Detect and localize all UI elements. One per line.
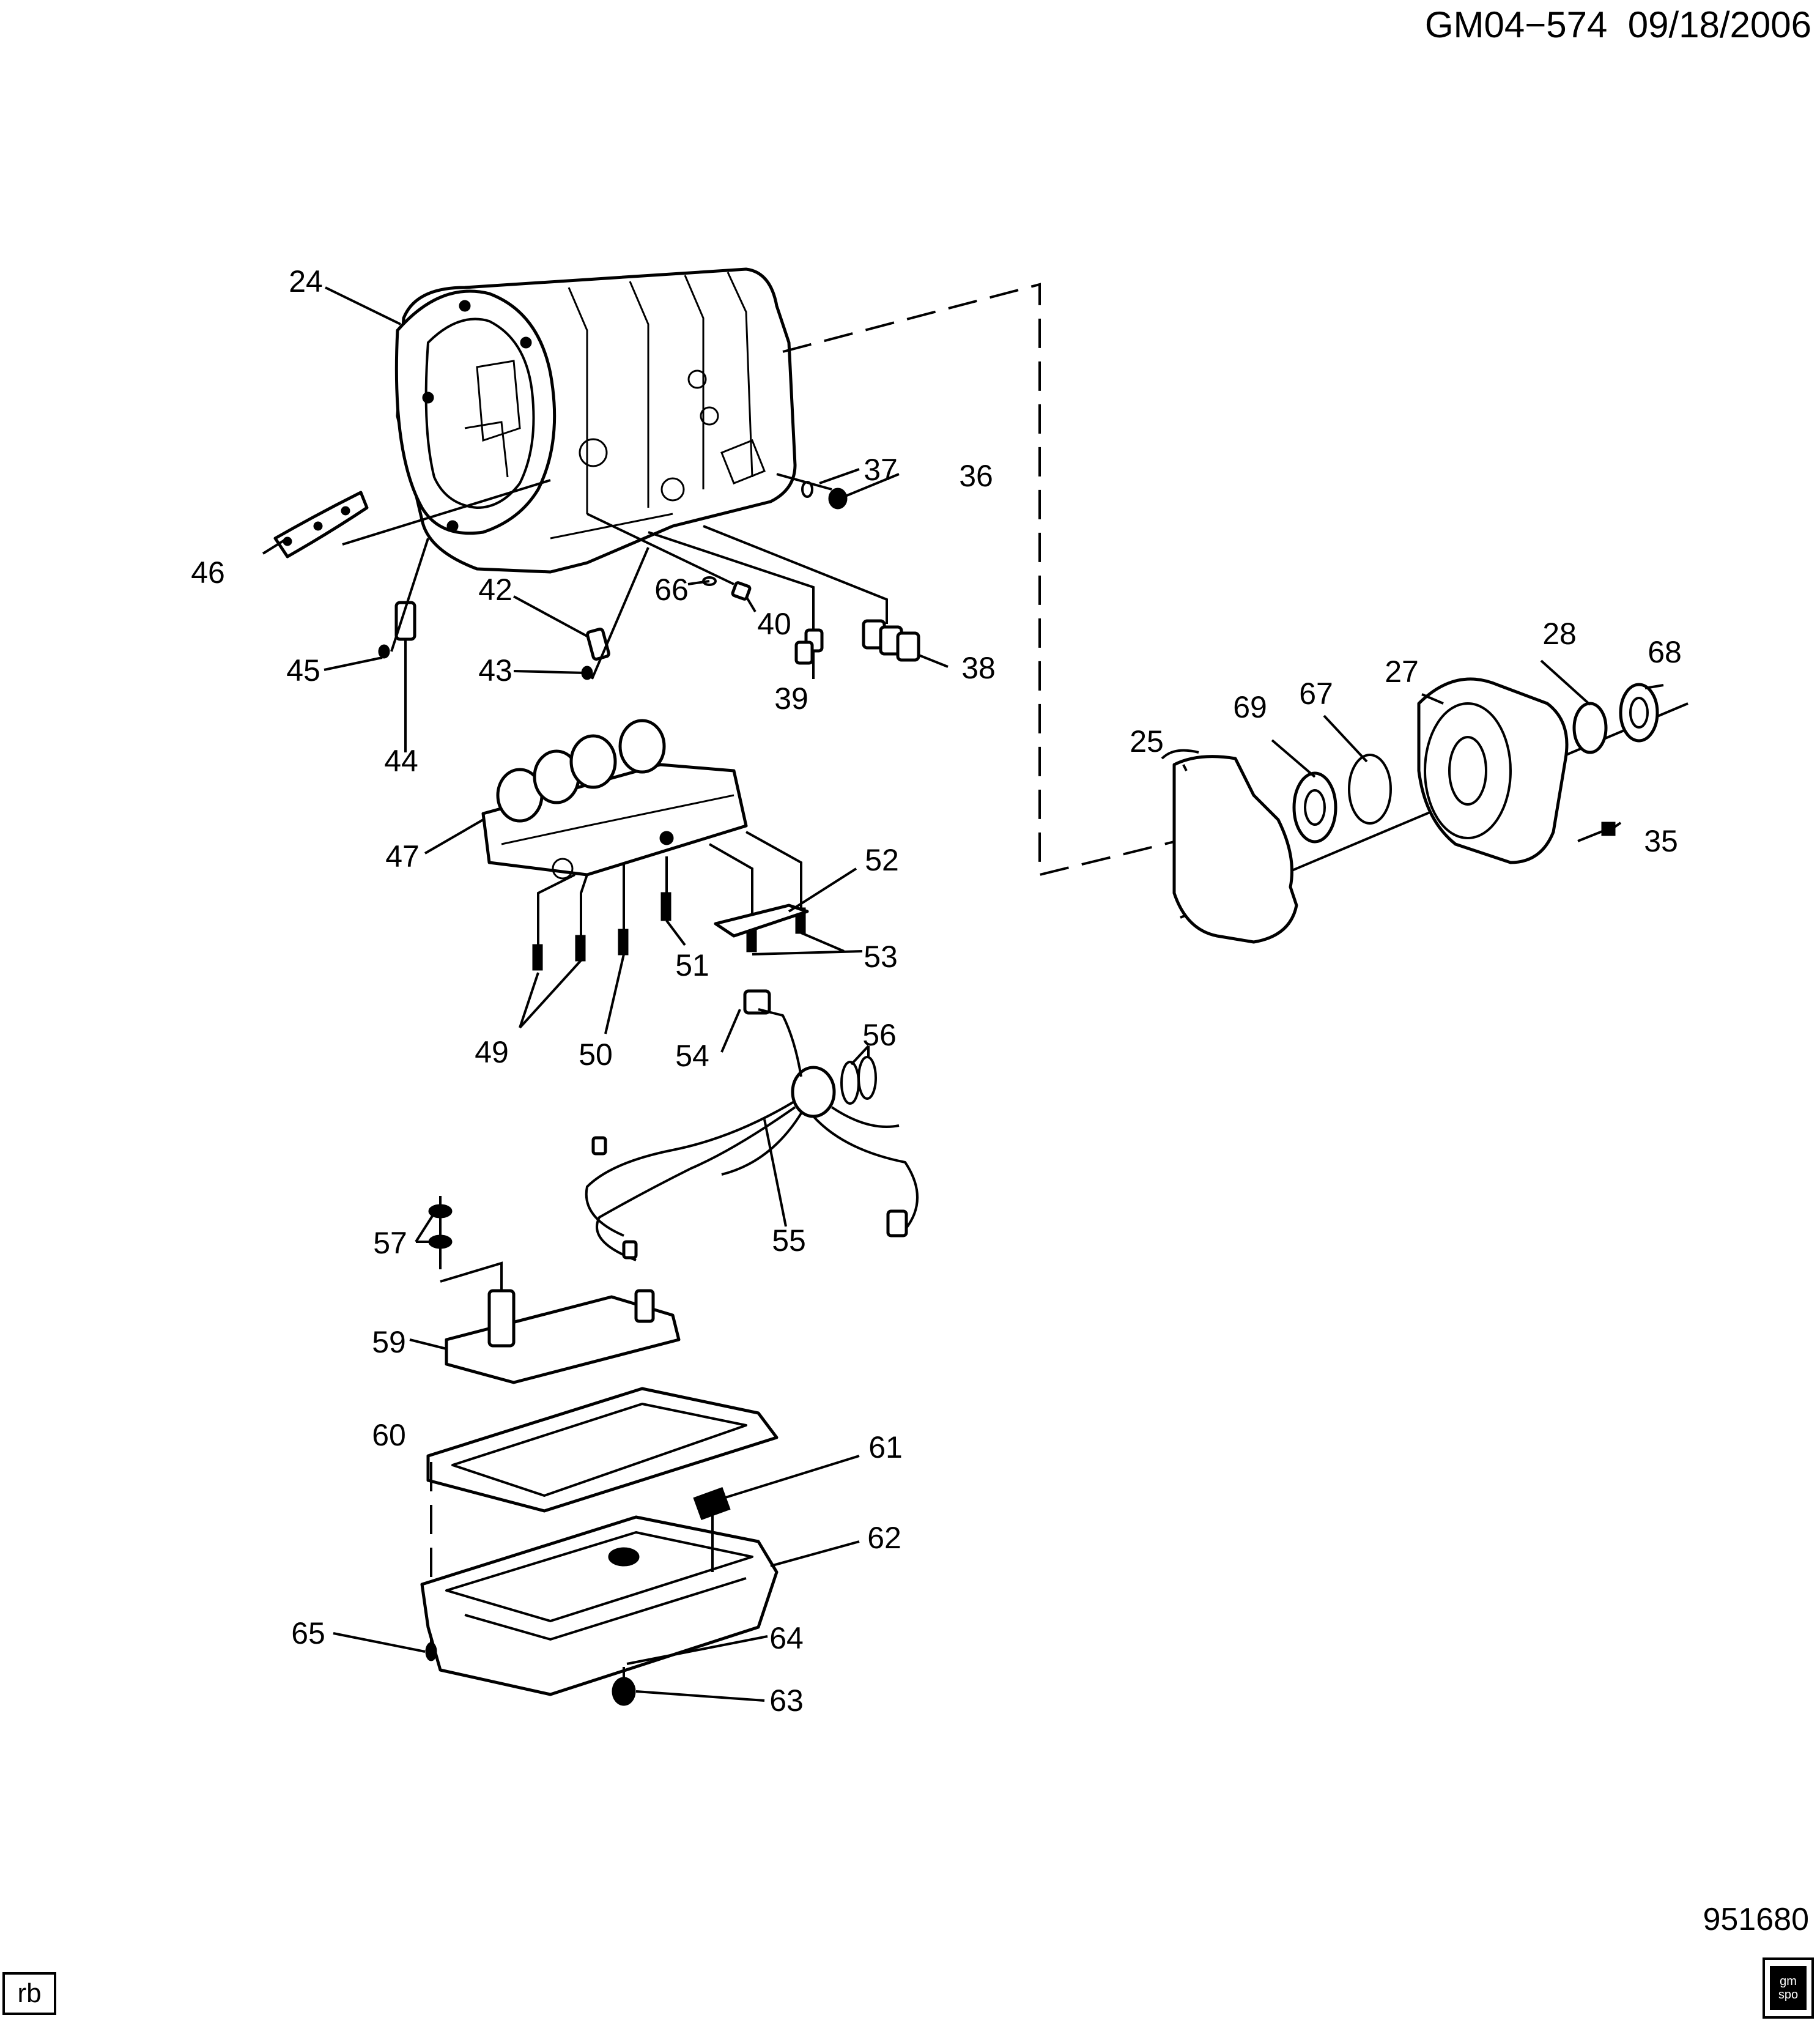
transmission-case: [394, 267, 797, 574]
wiring-harness: [585, 989, 919, 1261]
callout-25: 25: [1130, 724, 1164, 759]
callout-52: 52: [865, 843, 899, 877]
callout-50: 50: [579, 1037, 613, 1072]
drawing-number: 951680: [1703, 1902, 1809, 1937]
callout-69: 69: [1233, 690, 1267, 724]
diagram-header: GM04−574 09/18/2006: [1425, 4, 1811, 46]
gm-spo-logo: gm spo: [1763, 1957, 1814, 2019]
callout-68: 68: [1648, 635, 1682, 669]
callout-36: 36: [959, 459, 993, 493]
callout-27: 27: [1385, 655, 1419, 689]
callout-39: 39: [774, 681, 808, 716]
callout-55: 55: [772, 1223, 806, 1258]
callout-49: 49: [475, 1035, 509, 1069]
callout-45: 45: [286, 653, 320, 688]
part-42-43: [581, 547, 649, 680]
callout-57: 57: [373, 1226, 407, 1260]
callout-56: 56: [862, 1018, 897, 1052]
callout-53: 53: [864, 940, 898, 974]
logo-line-1: gm: [1780, 1975, 1797, 1988]
corner-tag-text: rb: [17, 1978, 42, 2008]
gm-spo-logo-mark: gm spo: [1770, 1966, 1807, 2010]
callout-leaders: [262, 286, 1664, 1702]
part-46-seal: [273, 491, 369, 558]
callout-35: 35: [1644, 824, 1678, 858]
callout-51: 51: [675, 948, 709, 982]
callout-46: 46: [191, 555, 225, 590]
valve-body-bolts: [532, 831, 809, 971]
callout-61: 61: [868, 1430, 903, 1464]
callout-67: 67: [1299, 677, 1333, 711]
callout-24: 24: [289, 264, 323, 299]
callout-40: 40: [757, 607, 791, 641]
corner-tag: rb: [2, 1972, 56, 2015]
assembly-line: [782, 283, 1215, 877]
valve-body: [481, 719, 748, 880]
filter-assembly: [428, 1196, 681, 1384]
part-44-45: [378, 538, 429, 752]
logo-line-2: spo: [1778, 1988, 1799, 2002]
callout-65: 65: [291, 1616, 325, 1650]
callout-66: 66: [654, 573, 689, 607]
diagram-date: 09/18/2006: [1627, 4, 1811, 45]
oil-pan: [420, 1486, 779, 1706]
part-66-40: [586, 513, 752, 601]
callout-62: 62: [867, 1521, 901, 1555]
callout-28: 28: [1542, 617, 1577, 651]
callout-42: 42: [478, 573, 512, 607]
callout-59: 59: [372, 1325, 406, 1359]
part-39-38: [648, 525, 920, 665]
callout-38: 38: [961, 651, 996, 685]
callout-47: 47: [385, 839, 420, 874]
rear-housing-assembly: [1161, 677, 1689, 944]
callout-43: 43: [478, 653, 512, 688]
callout-54: 54: [675, 1039, 709, 1073]
diagram-code: GM04−574: [1424, 4, 1608, 45]
part-37-36: [776, 473, 848, 510]
callout-63: 63: [769, 1683, 804, 1718]
callout-37: 37: [864, 453, 898, 487]
callout-44: 44: [384, 744, 418, 778]
callout-64: 64: [769, 1621, 804, 1655]
callout-60: 60: [372, 1418, 406, 1452]
